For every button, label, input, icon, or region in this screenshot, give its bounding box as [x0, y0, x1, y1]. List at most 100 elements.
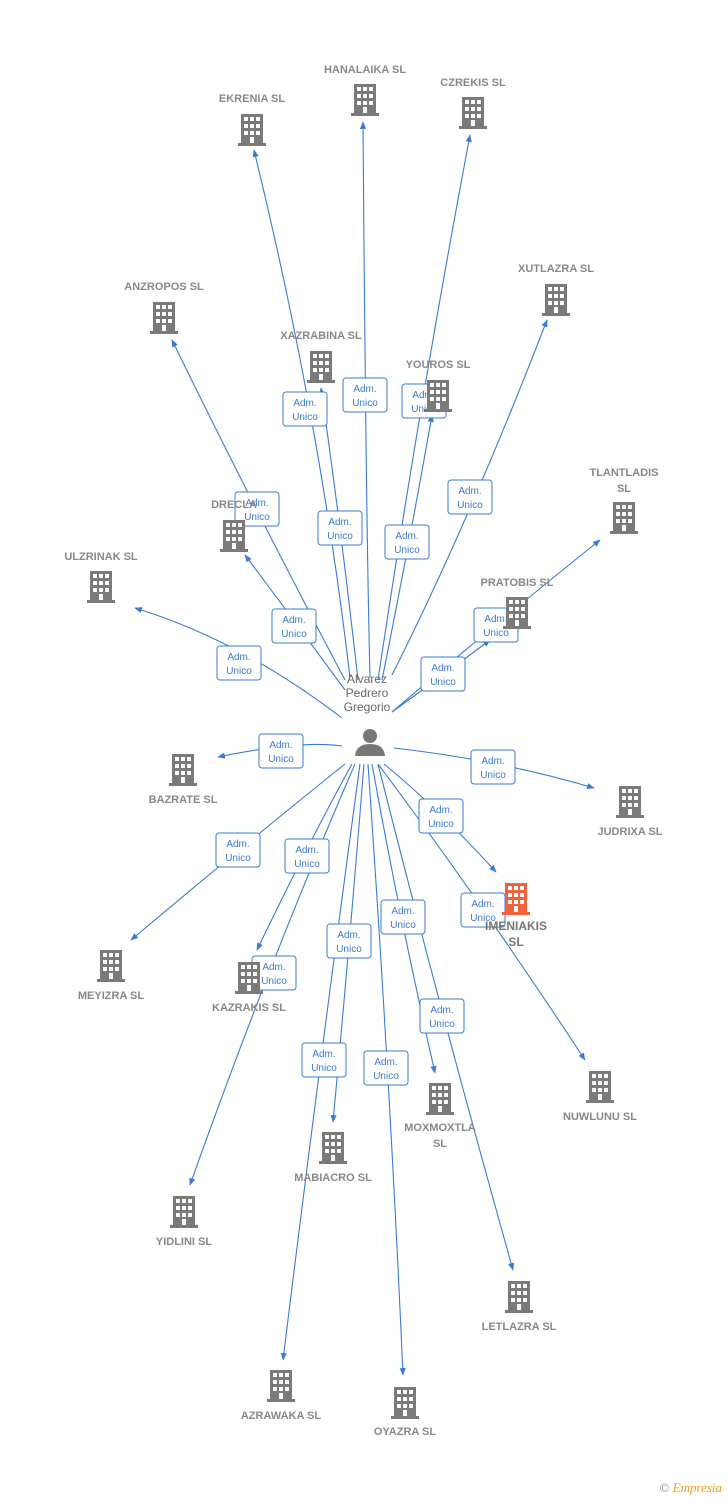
role-badge-pratobis[interactable]: Adm.Unico — [420, 656, 466, 692]
company-node-yidlini[interactable]: YIDLINI SL — [156, 1196, 213, 1248]
company-node-hanalaika[interactable]: HANALAIKA SL — [324, 64, 406, 116]
badge-line2: Unico — [373, 1071, 399, 1082]
badge-line1: Adm. — [458, 486, 481, 497]
company-node-kazrakis[interactable]: KAZRAKIS SL — [212, 962, 286, 1014]
company-label: YIDLINI SL — [156, 1236, 213, 1248]
role-badge-ekrenia[interactable]: Adm.Unico — [282, 391, 328, 427]
badge-box — [380, 899, 426, 935]
badge-box — [419, 998, 465, 1034]
company-node-xutlazra[interactable]: XUTLAZRA SL — [518, 263, 594, 316]
building-icon — [235, 962, 263, 994]
role-badge-letlazra[interactable]: Adm. Unico — [419, 998, 465, 1034]
company-node-youros[interactable]: YOUROS SL — [406, 359, 471, 412]
badge-line1: Adm. — [374, 1057, 397, 1068]
badge-line1: Adm. — [484, 614, 507, 625]
company-node-anzropos[interactable]: ANZROPOS SL — [124, 281, 204, 334]
company-node-mabiacro[interactable]: MABIACRO SL — [294, 1132, 372, 1184]
building-icon — [238, 114, 266, 146]
role-badge-meyizra[interactable]: Adm.Unico — [215, 832, 261, 868]
badge-line1: Adm. — [430, 1005, 453, 1016]
company-label: ULZRINAK SL — [64, 551, 138, 563]
company-node-oyazra[interactable]: OYAZRA SL — [374, 1387, 436, 1438]
role-badge-youros[interactable]: Adm.Unico — [384, 524, 430, 560]
badge-box — [447, 479, 493, 515]
badge-line2: Unico — [470, 913, 496, 924]
role-badge-kazrakis[interactable]: Adm.Unico — [284, 838, 330, 874]
building-icon — [87, 571, 115, 603]
company-node-drecla[interactable]: DRECLA — [211, 499, 257, 552]
role-badge-nuwlunu[interactable]: Adm.Unico — [460, 892, 506, 928]
badge-box — [317, 510, 363, 546]
role-badge-yidlini[interactable]: Adm.Unico — [251, 955, 297, 991]
building-icon — [220, 520, 248, 552]
building-icon — [351, 84, 379, 116]
company-node-pratobis[interactable]: PRATOBIS SL — [481, 577, 554, 629]
badge-box — [258, 733, 304, 769]
badge-line1: Adm. — [245, 498, 268, 509]
company-node-xazrabina[interactable]: XAZRABINA SL — [280, 330, 362, 383]
badge-box — [363, 1050, 409, 1086]
company-label: OYAZRA SL — [374, 1426, 436, 1438]
role-badge-imeniakis[interactable]: Adm.Unico — [418, 798, 464, 834]
company-node-meyizra[interactable]: MEYIZRA SL — [78, 950, 144, 1002]
edge-hanalaika — [359, 121, 371, 679]
company-node-bazrate[interactable]: BAZRATE SL — [149, 754, 218, 806]
badge-box — [284, 838, 330, 874]
company-label: XUTLAZRA SL — [518, 263, 594, 275]
company-node-judrixa[interactable]: JUDRIXA SL — [598, 786, 663, 838]
badge-line1: Adm. — [227, 652, 250, 663]
badge-line1: Adm. — [395, 531, 418, 542]
company-label: MOXMOXTLA — [404, 1122, 476, 1134]
building-icon — [169, 754, 197, 786]
building-icon — [586, 1071, 614, 1103]
badge-box — [470, 749, 516, 785]
person-name-line: Gregorio — [344, 700, 391, 714]
badge-line2: Unico — [311, 1063, 337, 1074]
company-node-ulzrinak[interactable]: ULZRINAK SL — [64, 551, 138, 603]
role-badge-bazrate[interactable]: Adm.Unico — [258, 733, 304, 769]
badge-line1: Adm. — [337, 930, 360, 941]
company-label: CZREKIS SL — [440, 77, 506, 89]
badge-line1: Adm. — [328, 517, 351, 528]
badge-line2: Unico — [225, 853, 251, 864]
role-badge-ulzrinak[interactable]: Adm. Unico — [216, 645, 262, 681]
role-badge-drecla[interactable]: Adm.Unico — [271, 608, 317, 644]
badge-line1: Adm. — [269, 740, 292, 751]
role-badge-hanalaika[interactable]: Adm.Unico — [342, 377, 388, 413]
role-badge-oyazra[interactable]: Adm. Unico — [363, 1050, 409, 1086]
badge-line2: Unico — [244, 512, 270, 523]
badge-line2: Unico — [327, 531, 353, 542]
badge-line1: Adm. — [412, 390, 435, 401]
role-badge-moxmoxtla[interactable]: Adm.Unico — [380, 899, 426, 935]
role-badge-mabiacro[interactable]: Adm. Unico — [326, 923, 372, 959]
company-node-nuwlunu[interactable]: NUWLUNU SL — [563, 1071, 637, 1123]
badge-box — [384, 524, 430, 560]
role-badge-anzropos[interactable]: Adm. Unico — [234, 491, 280, 527]
badge-line1: Adm. — [481, 756, 504, 767]
company-label: ANZROPOS SL — [124, 281, 204, 293]
badge-line2: Unico — [226, 666, 252, 677]
building-icon — [503, 597, 531, 629]
company-node-czrekis[interactable]: CZREKIS SL — [440, 77, 506, 129]
badge-box — [420, 656, 466, 692]
company-label: BAZRATE SL — [149, 794, 218, 806]
role-badge-xazrabina[interactable]: Adm. Unico — [317, 510, 363, 546]
badge-line2: Unico — [429, 1019, 455, 1030]
role-badge-azrawaka[interactable]: Adm.Unico — [301, 1042, 347, 1078]
badge-line1: Adm. — [295, 845, 318, 856]
company-node-ekrenia[interactable]: EKRENIA SL — [219, 93, 285, 146]
badge-line1: Adm. — [293, 398, 316, 409]
company-node-azrawaka[interactable]: AZRAWAKA SL — [241, 1370, 322, 1422]
role-badge-judrixa[interactable]: Adm.Unico — [470, 749, 516, 785]
building-icon — [542, 284, 570, 316]
role-badge-xutlazra[interactable]: Adm.Unico — [447, 479, 493, 515]
badge-line2: Unico — [336, 944, 362, 955]
badge-line1: Adm. — [431, 663, 454, 674]
company-node-letlazra[interactable]: LETLAZRA SL — [482, 1281, 557, 1333]
